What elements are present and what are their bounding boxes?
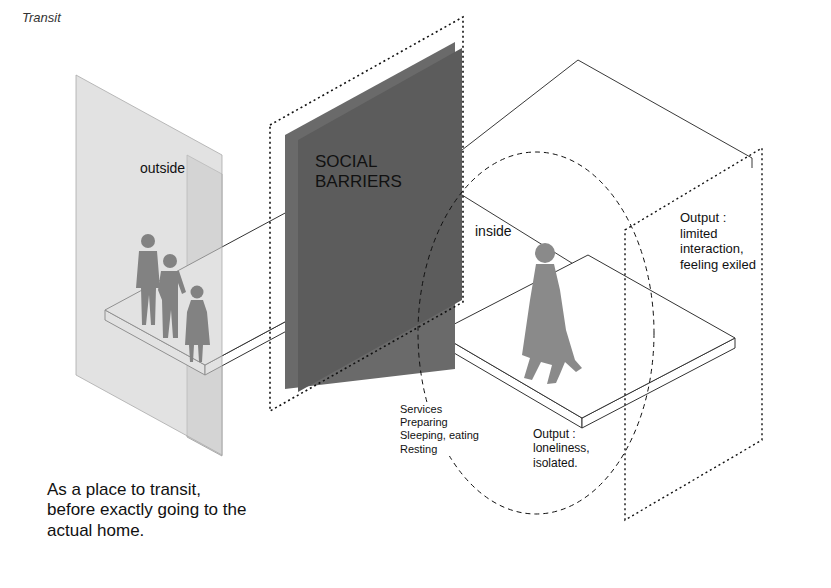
dotted-frame bbox=[270, 17, 463, 411]
diagram-title: Transit bbox=[22, 10, 61, 26]
node-label: Services Preparing Sleeping, eating Rest… bbox=[400, 403, 488, 456]
dotted-frame bbox=[625, 148, 762, 520]
outside-panel: outside bbox=[76, 75, 222, 457]
node-label: outside bbox=[140, 160, 210, 177]
node-outline bbox=[625, 148, 763, 520]
node-label: Output : limited interaction, feeling ex… bbox=[680, 210, 760, 272]
node-outline bbox=[270, 17, 466, 413]
social-barrier-panel: SOCIAL BARRIERS bbox=[270, 17, 466, 413]
barrier-front bbox=[298, 48, 462, 392]
dashed-ellipse bbox=[418, 152, 654, 514]
diagram-caption: As a place to transit, before exactly go… bbox=[47, 480, 247, 541]
output-box: Output : limited interaction, feeling ex… bbox=[625, 148, 763, 520]
walking-figure bbox=[522, 243, 582, 384]
inside-ellipse: insideServices Preparing Sleeping, eatin… bbox=[417, 151, 655, 515]
node-label: inside bbox=[475, 223, 535, 240]
node-label: Output : loneliness, isolated. bbox=[533, 427, 603, 470]
node-label: SOCIAL BARRIERS bbox=[315, 152, 433, 193]
node-outline bbox=[76, 75, 222, 457]
panel-outline bbox=[76, 75, 222, 455]
